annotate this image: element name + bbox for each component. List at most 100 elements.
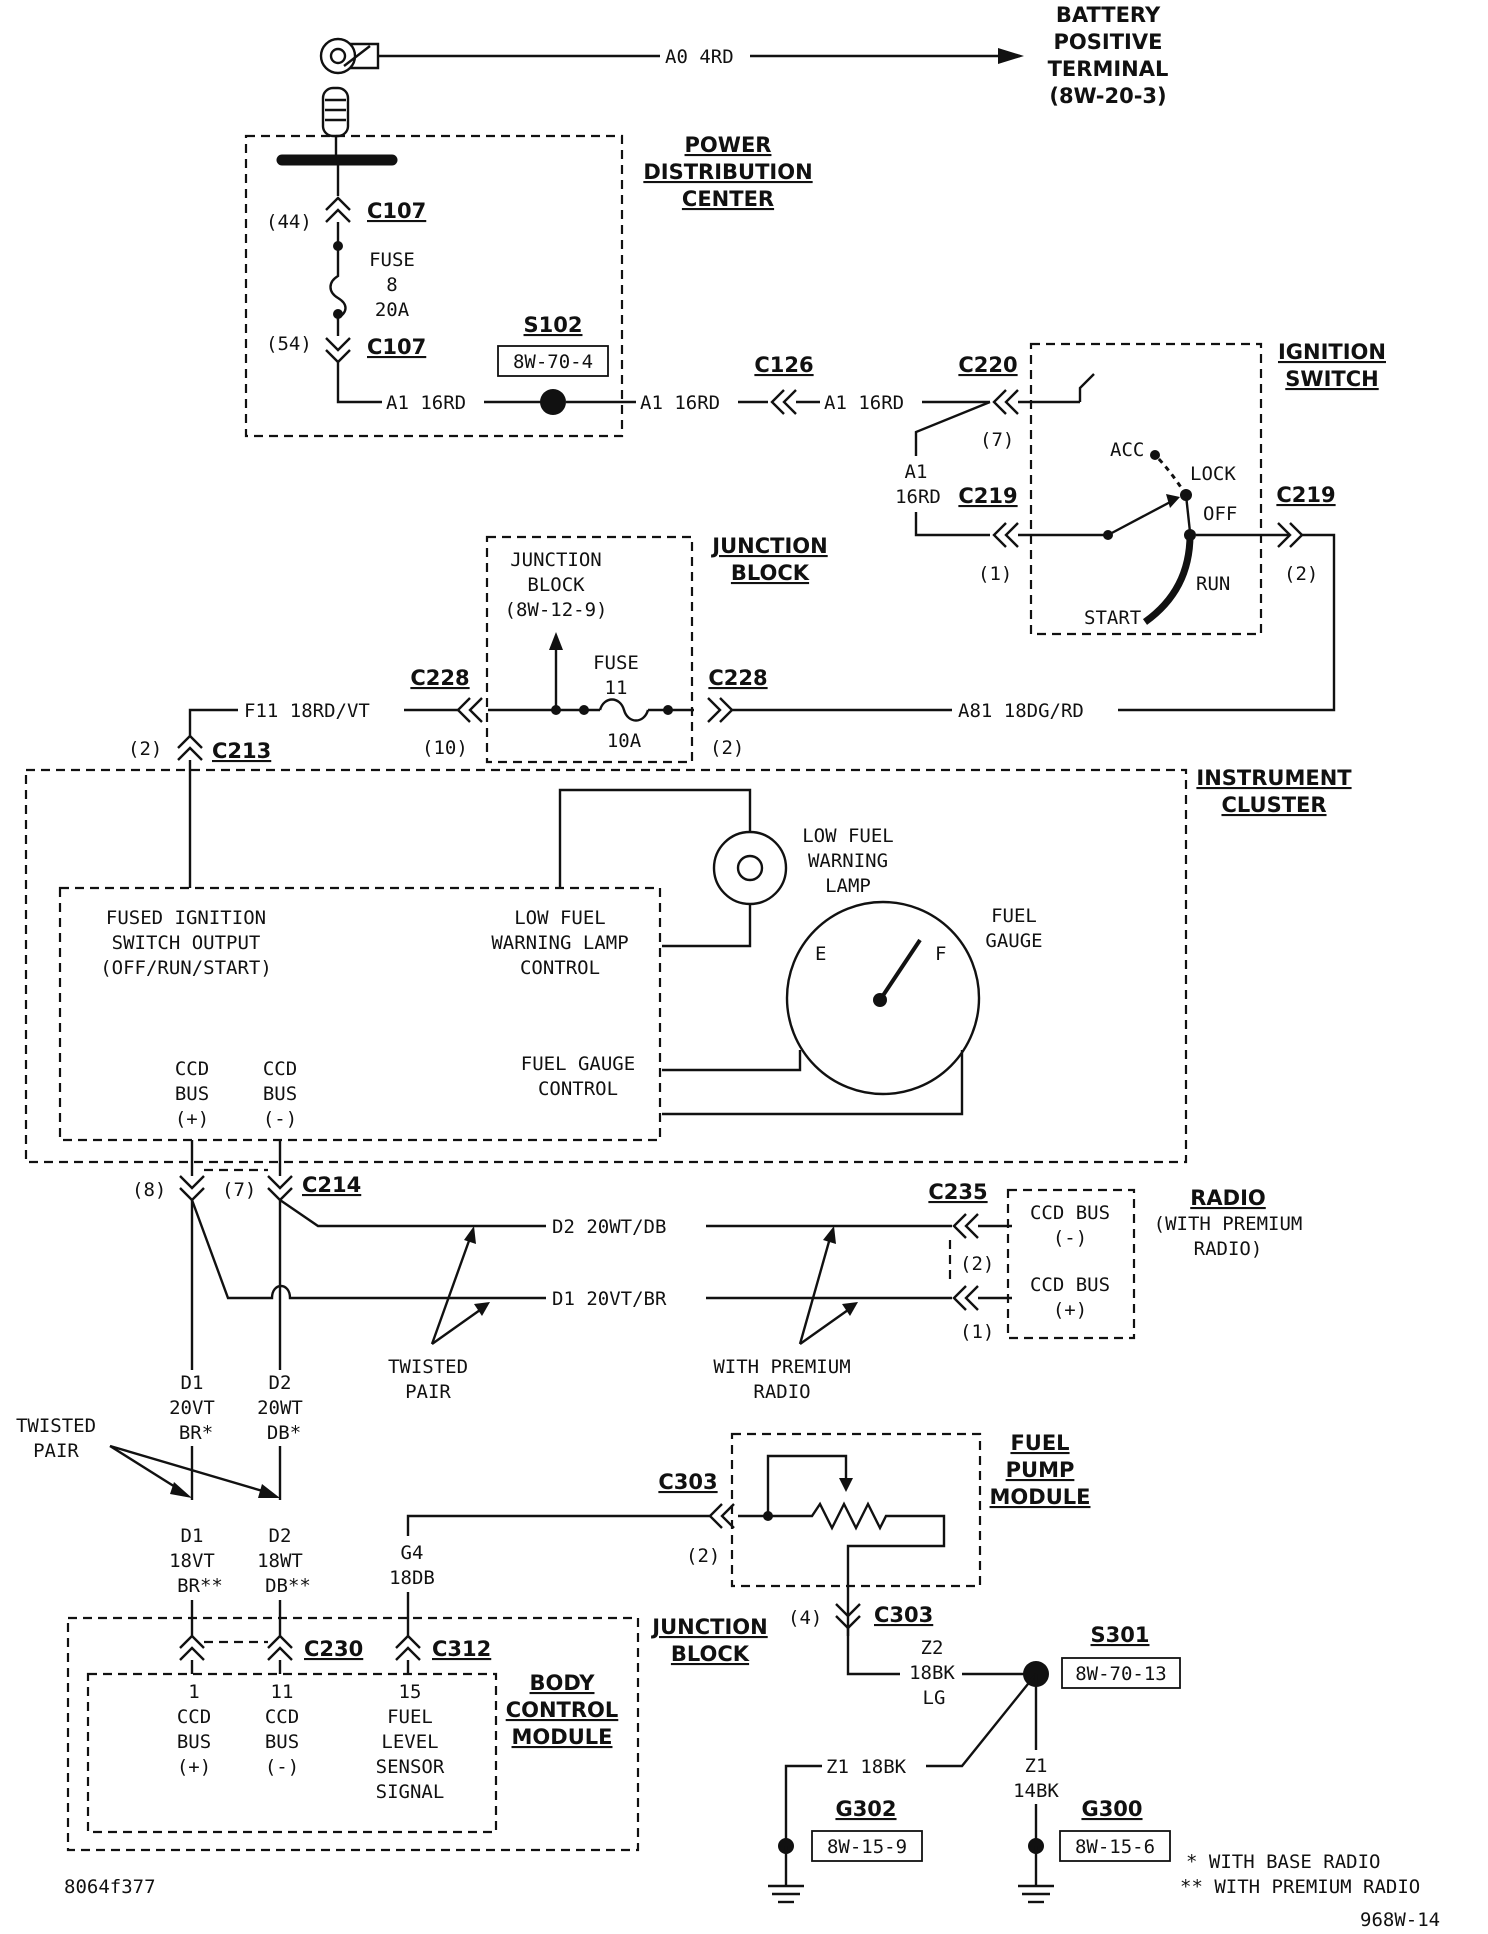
a1-drop-wire: A1 16RD (895, 461, 941, 508)
c213-pin: (2) (128, 738, 162, 760)
svg-text:14BK: 14BK (1013, 1780, 1059, 1802)
c219-in-label: C219 (958, 484, 1017, 508)
svg-text:18WT: 18WT (257, 1550, 303, 1572)
svg-text:GAUGE: GAUGE (985, 930, 1042, 952)
twisted-pair-left-label: TWISTED PAIR (16, 1415, 96, 1462)
svg-text:PAIR: PAIR (33, 1440, 79, 1462)
d1-upper-wire: D1 20VT BR* (169, 1372, 215, 1444)
instrument-cluster-title: INSTRUMENT CLUSTER (1196, 766, 1352, 817)
svg-text:LOW FUEL: LOW FUEL (514, 907, 606, 929)
svg-text:BLOCK: BLOCK (527, 574, 585, 596)
svg-text:BLOCK: BLOCK (671, 1642, 750, 1666)
svg-text:BR**: BR** (177, 1575, 223, 1597)
with-premium-arrows (798, 1226, 858, 1345)
junction-block-fuse-box (485, 535, 694, 764)
c107-bottom: C107 (367, 335, 426, 359)
radio-ccd-plus: CCD BUS (+) (1030, 1274, 1110, 1321)
twisted-pair-left-arrows (109, 1444, 280, 1498)
svg-text:FUSE: FUSE (593, 652, 639, 674)
lamp-control: LOW FUEL WARNING LAMP CONTROL (491, 907, 628, 979)
svg-text:10A: 10A (607, 730, 642, 752)
svg-text:16RD: 16RD (895, 486, 941, 508)
c219-out-pin: (2) (1284, 563, 1318, 585)
svg-text:CONTROL: CONTROL (506, 1698, 619, 1722)
svg-text:(8W-20-3): (8W-20-3) (1049, 84, 1166, 108)
ignition-switch-title: IGNITION SWITCH (1278, 340, 1386, 391)
junction-block-ref: JUNCTION BLOCK (8W-12-9) (505, 549, 608, 621)
svg-text:DB**: DB** (265, 1575, 311, 1597)
d2-lower-wire: D2 18WT DB** (257, 1525, 311, 1597)
bcm-pin-11: 11 CCD BUS (-) (265, 1681, 299, 1778)
bcm-pin-1: 1 CCD BUS (+) (177, 1681, 211, 1778)
c228-left-pin: (10) (422, 737, 468, 759)
wire-d1-radio: D1 20VT/BR (552, 1288, 667, 1310)
fuel-gauge-control: FUEL GAUGE CONTROL (521, 1053, 635, 1100)
radio-ccd-minus: CCD BUS (-) (1030, 1202, 1110, 1249)
svg-text:D1: D1 (181, 1525, 204, 1547)
g300-label: G300 (1081, 1797, 1142, 1821)
svg-text:(WITH PREMIUM: (WITH PREMIUM (1154, 1213, 1303, 1235)
ignition-start: START (1084, 607, 1141, 629)
svg-text:CCD BUS: CCD BUS (1030, 1202, 1110, 1224)
fused-ignition-output: FUSED IGNITION SWITCH OUTPUT (OFF/RUN/ST… (100, 907, 272, 979)
fuel-pump-box (730, 1432, 982, 1588)
ccd-bus-plus: CCD BUS (+) (175, 1058, 209, 1130)
bcm-box (86, 1672, 498, 1834)
radio-title: RADIO (1190, 1186, 1266, 1210)
s102-splice (540, 389, 566, 415)
svg-text:PAIR: PAIR (405, 1381, 451, 1403)
low-fuel-lamp-label: LOW FUEL WARNING LAMP (802, 825, 894, 897)
svg-text:11: 11 (271, 1681, 294, 1703)
ignition-run: RUN (1196, 573, 1230, 595)
battery-terminal (319, 37, 380, 160)
svg-text:20VT: 20VT (169, 1397, 215, 1419)
pdc-pin-54: (54) (266, 333, 312, 355)
svg-text:JUNCTION: JUNCTION (650, 1615, 767, 1639)
svg-text:TERMINAL: TERMINAL (1048, 57, 1169, 81)
g300-ref: 8W-15-6 (1075, 1836, 1155, 1858)
svg-text:FUEL: FUEL (991, 905, 1037, 927)
pdc-title: POWER DISTRIBUTION CENTER (643, 133, 812, 211)
c220-pin: (7) (980, 429, 1014, 451)
ignition-off: OFF (1203, 503, 1237, 525)
c213-label: C213 (212, 739, 271, 763)
with-premium-label: WITH PREMIUM RADIO (713, 1356, 850, 1403)
gauge-e: E (815, 943, 826, 965)
svg-text:FUEL: FUEL (1010, 1431, 1069, 1455)
s102-label: S102 (524, 313, 583, 337)
c303-bottom-label: C303 (874, 1603, 933, 1627)
ground-g302-icon (768, 1838, 804, 1904)
fuse-8: FUSE 8 20A (369, 249, 415, 321)
svg-text:WARNING LAMP: WARNING LAMP (491, 932, 628, 954)
svg-text:MODULE: MODULE (990, 1485, 1091, 1509)
pdc-box (244, 134, 624, 438)
svg-text:18BK: 18BK (909, 1662, 955, 1684)
c230-label: C230 (304, 1637, 363, 1661)
c214-pin8: (8) (132, 1179, 166, 1201)
svg-text:Z1: Z1 (1025, 1755, 1048, 1777)
svg-text:1: 1 (188, 1681, 199, 1703)
svg-text:(+): (+) (1053, 1299, 1087, 1321)
c219-in-pin: (1) (978, 563, 1012, 585)
svg-text:D1: D1 (181, 1372, 204, 1394)
cluster-module-box (58, 886, 662, 1142)
battery-wire-label: A0 4RD (665, 46, 734, 68)
svg-text:(-): (-) (263, 1108, 297, 1130)
c303-top-pin: (2) (686, 1545, 720, 1567)
gauge-f: F (935, 943, 946, 965)
twisted-pair-arrows (430, 1226, 490, 1345)
svg-text:Z2: Z2 (921, 1637, 944, 1659)
wire-a1-right: A1 16RD (824, 392, 904, 414)
svg-text:SWITCH OUTPUT: SWITCH OUTPUT (112, 932, 261, 954)
svg-text:BUS: BUS (265, 1731, 299, 1753)
svg-text:TWISTED: TWISTED (16, 1415, 96, 1437)
svg-text:FUSE: FUSE (369, 249, 415, 271)
svg-text:8: 8 (386, 274, 397, 296)
svg-text:(+): (+) (175, 1108, 209, 1130)
svg-text:CONTROL: CONTROL (538, 1078, 618, 1100)
s301-ref: 8W-70-13 (1075, 1663, 1167, 1685)
svg-text:JUNCTION: JUNCTION (510, 549, 602, 571)
svg-text:CCD: CCD (265, 1706, 299, 1728)
c228-right-pin: (2) (710, 737, 744, 759)
svg-text:BUS: BUS (177, 1731, 211, 1753)
